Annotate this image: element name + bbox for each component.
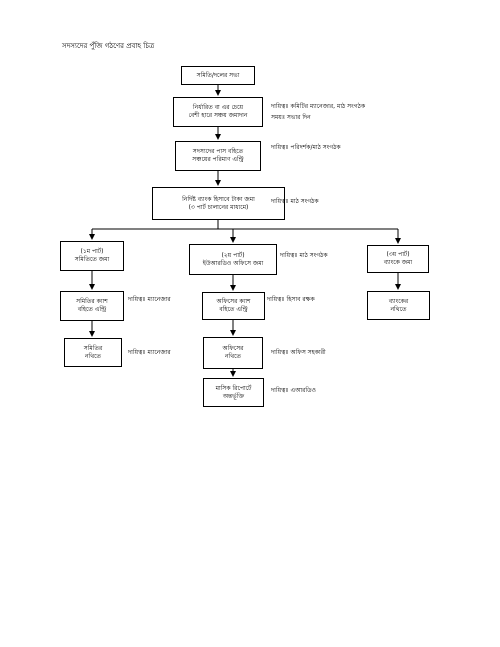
note-passbook-duty: দায়িত্বঃ পরিদর্শক/মাঠ সংগঠক (271, 144, 341, 151)
note-deposit-time: সময়ঃ সভার দিন (271, 114, 311, 121)
note-office-file-duty: দায়িত্বঃ অফিস সহকারী (271, 349, 326, 356)
note-part2-duty: দায়িত্বঃ মাঠ সংগঠক (280, 252, 328, 259)
node-samity-meeting: সমিতি/দলের সভা (181, 66, 255, 85)
node-part1-samity: (১ম পার্ট) সমিতিতে জমা (60, 241, 124, 271)
note-report-duty: দায়িত্বঃ এআরডিও (271, 387, 316, 394)
node-savings-deposit: নির্ধারিত বা এর চেয়ে বেশী হারে সঞ্চয় জ… (173, 97, 263, 127)
node-samity-cashbook: সমিতির ক্যাশ বহিতে এন্ট্রি (60, 291, 124, 321)
node-samity-file: সমিতির নথিতে (64, 338, 122, 367)
diagram-title: সদস্যদের পুঁজি গঠণের প্রবাহ চিত্র (62, 42, 155, 50)
note-deposit-duty: দায়িত্বঃ কমিটির ম্যানেজার, মাঠ সংগঠক (271, 103, 366, 110)
node-office-cashbook: অফিসের ক্যাশ বহিতে এন্ট্রি (202, 292, 265, 320)
node-office-file: অফিসের নথিতে (203, 337, 263, 369)
node-monthly-report: মাসিক রিপোর্টে অন্তর্ভূক্তি (203, 378, 264, 407)
node-passbook-entry: সদস্যদের পাস বহিতে সঞ্চয়ের পরিমাণ এন্ট্… (175, 141, 261, 171)
note-office-cash-duty: দায়িত্বঃ হিসাব রক্ষক (267, 296, 315, 303)
note-samity-cash-duty: দায়িত্বঃ ম্যানেজার (128, 296, 171, 303)
note-bank-duty: দায়িত্বঃ মাঠ সংগঠক (271, 198, 319, 205)
node-part3-bank: (৩য় পার্ট) ব্যাংকে জমা (367, 245, 429, 273)
node-bank-file: ব্যাংকের নথিতে (367, 291, 430, 320)
note-samity-file-duty: দায়িত্বঃ ম্যানেজার (128, 349, 171, 356)
node-part2-urdo-office: (২য় পার্ট) ইউআরডিও অফিসে জমা (189, 244, 277, 275)
node-bank-account-deposit: নির্দিষ্ট ব্যাংক হিসাবে টাকা জমা (৩ পার্… (152, 187, 285, 220)
